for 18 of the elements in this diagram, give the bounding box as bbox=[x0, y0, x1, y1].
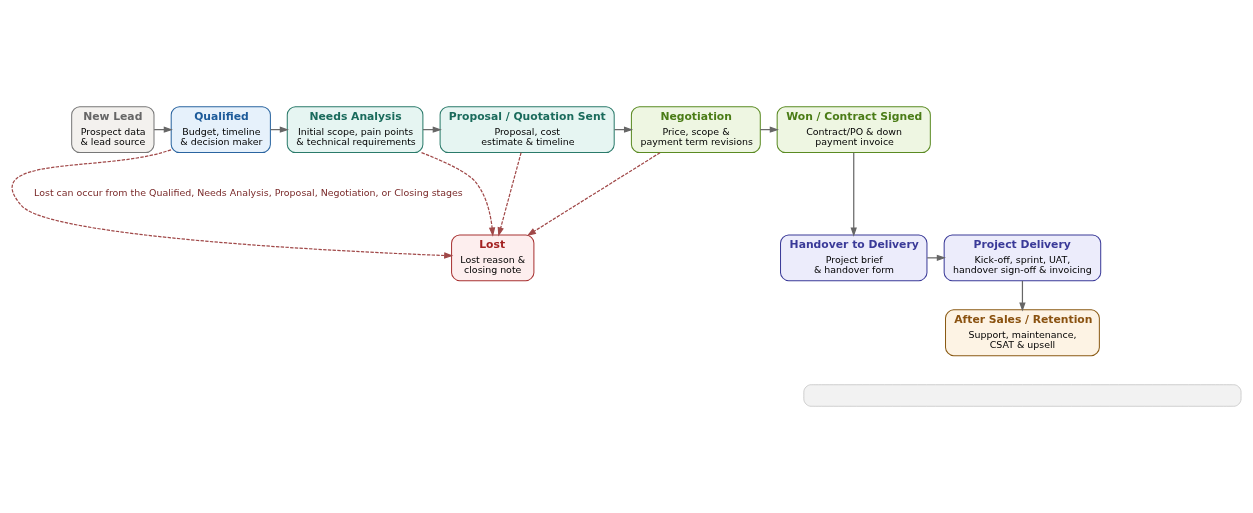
node-box: Proposal / Quotation Sent Proposal, cost estimate & timeline bbox=[439, 106, 615, 154]
label: Lost can occur from the Qualified, Needs Analysis, Proposal, Negotiation, or Closing stages bbox=[34, 187, 463, 199]
arrow bbox=[850, 152, 857, 237]
arrow bbox=[420, 152, 496, 237]
arrow bbox=[497, 152, 522, 237]
node-box bbox=[803, 384, 1242, 407]
node-box: Negotiation Price, scope & payment term revisions bbox=[630, 106, 761, 154]
arrow bbox=[11, 149, 454, 259]
node-box: Qualified Budget, timeline & decision maker bbox=[170, 106, 271, 154]
node-box: Needs Analysis Initial scope, pain points & technical requirements bbox=[286, 106, 424, 154]
node-box: Lost Lost reason & closing note bbox=[451, 234, 535, 282]
arrow bbox=[526, 152, 661, 236]
node-box: Handover to Delivery Project brief & handover form bbox=[780, 234, 928, 282]
arrow bbox=[1019, 280, 1026, 312]
node-box: Project Delivery Kick-off, sprint, UAT, handover sign-off & invoicing bbox=[943, 234, 1102, 282]
node-box: After Sales / Retention Support, maintenance, CSAT & upsell bbox=[945, 309, 1100, 357]
node-box: New Lead Prospect data & lead source bbox=[71, 106, 155, 154]
node-box: Won / Contract Signed Contract/PO & down payment invoice bbox=[776, 106, 931, 154]
